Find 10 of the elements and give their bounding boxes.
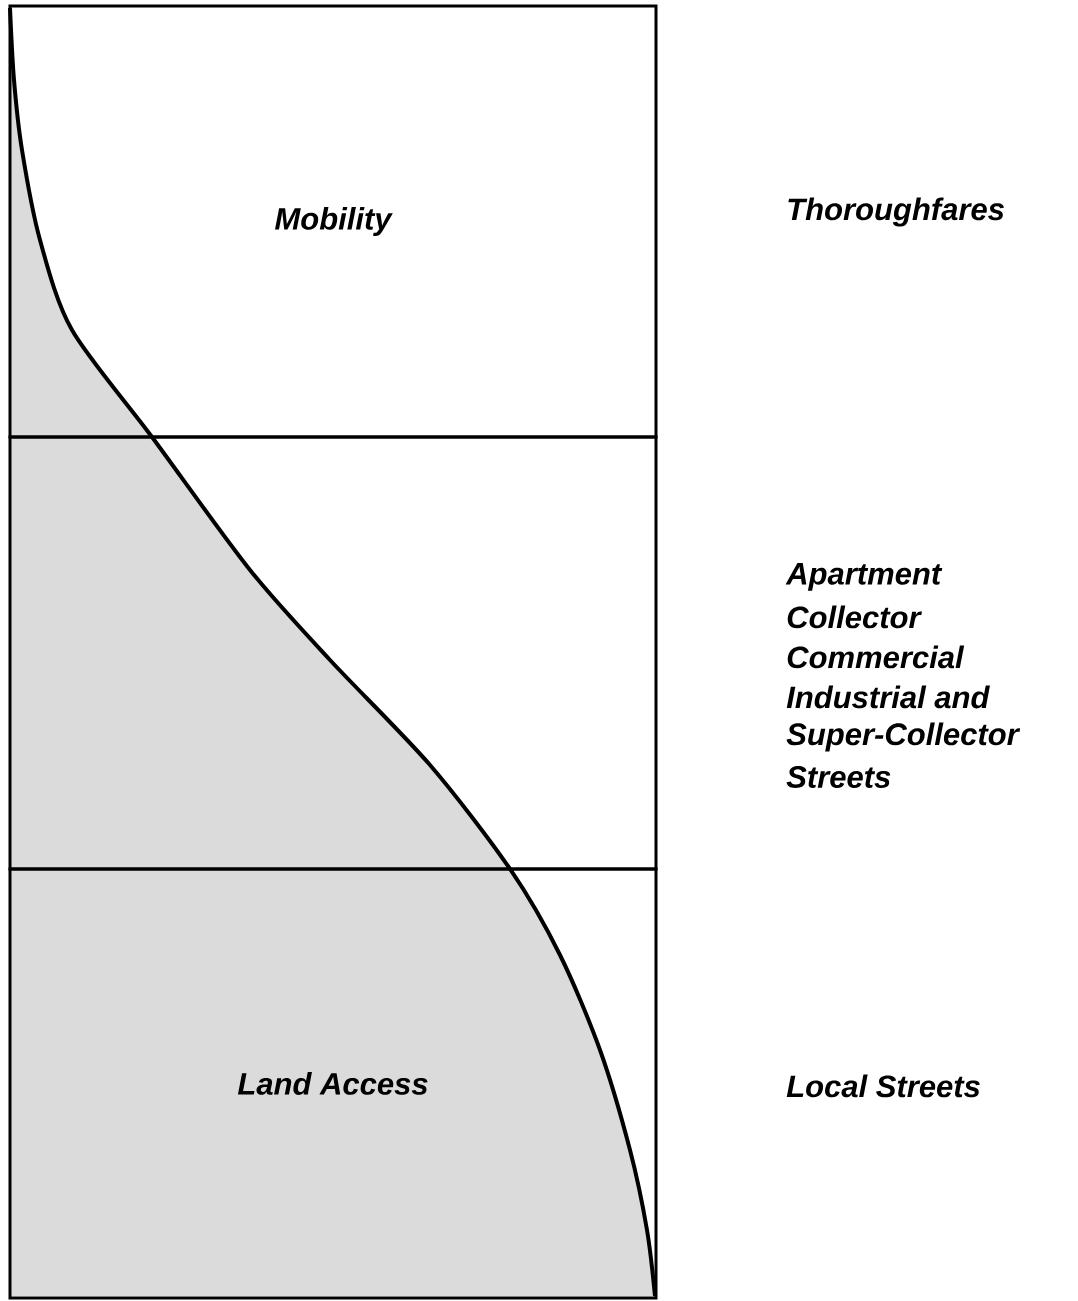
band-box: Land Access bbox=[8, 867, 658, 1300]
street-type-label: Collector bbox=[787, 605, 922, 629]
street-type-label: Industrial and bbox=[786, 685, 990, 709]
street-type-label: Thoroughfares bbox=[788, 197, 1004, 227]
street-type-label: Commercial bbox=[787, 645, 965, 669]
street-type-label: Super-Collector bbox=[786, 722, 1021, 752]
street-type-label: Streets bbox=[786, 766, 891, 788]
band-box: Mobility bbox=[8, 4, 658, 439]
street-type-label: Apartment bbox=[785, 563, 943, 591]
street-type-label: Local Streets bbox=[786, 1074, 980, 1098]
